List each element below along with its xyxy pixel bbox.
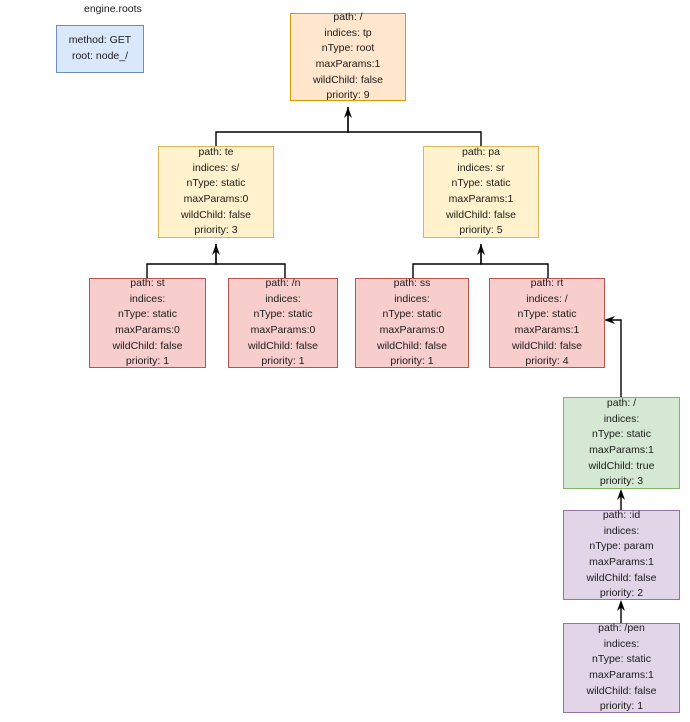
node-pen-ntype: nType: static bbox=[592, 653, 651, 666]
node-pen-maxparams: maxParams:1 bbox=[589, 669, 654, 681]
node-id-param-ntype: nType: param bbox=[589, 540, 654, 553]
node-ss-wildchild: wildChild: false bbox=[376, 339, 448, 352]
node-st-indices: indices: bbox=[129, 292, 166, 305]
node-te[interactable]: path: te indices: s/ nType: static maxPa… bbox=[158, 146, 274, 238]
node-id-param-maxparams: maxParams:1 bbox=[589, 556, 654, 568]
node-root-ntype: nType: root bbox=[321, 42, 375, 55]
edge-ss-to-pa bbox=[412, 244, 485, 278]
node-ss-priority: priority: 1 bbox=[390, 355, 434, 368]
node-rt-path: path: rt bbox=[530, 277, 564, 290]
node-root[interactable]: path: / indices: tp nType: root maxParam… bbox=[290, 11, 406, 102]
node-green-slash-ntype: nType: static bbox=[592, 428, 651, 441]
node-pa-ntype: nType: static bbox=[451, 177, 511, 190]
node-id-param-priority: priority: 2 bbox=[599, 587, 644, 600]
node-slash-n-wildchild: wildChild: false bbox=[247, 339, 319, 352]
node-rt-indices: indices: / bbox=[526, 292, 568, 305]
node-root-indices: indices: tp bbox=[324, 26, 372, 39]
node-pen-indices: indices: bbox=[603, 637, 640, 650]
node-ss-path: path: ss bbox=[393, 277, 431, 290]
node-id-param-indices: indices: bbox=[603, 524, 640, 537]
node-st[interactable]: path: st indices: nType: static maxParam… bbox=[89, 277, 206, 368]
edge-pa-to-root bbox=[347, 107, 482, 146]
node-pen-wildchild: wildChild: false bbox=[586, 684, 657, 697]
node-rt-wildchild: wildChild: false bbox=[511, 339, 583, 352]
node-rt[interactable]: path: rt indices: / nType: static maxPar… bbox=[489, 277, 605, 368]
node-st-path: path: st bbox=[130, 277, 165, 290]
node-pa[interactable]: path: pa indices: sr nType: static maxPa… bbox=[423, 146, 539, 238]
node-id-param-path: path: :id bbox=[602, 509, 641, 522]
edge-slash-n-to-te bbox=[215, 244, 286, 278]
node-slash-n-ntype: nType: static bbox=[253, 308, 313, 321]
node-st-ntype: nType: static bbox=[118, 308, 177, 321]
node-ss[interactable]: path: ss indices: nType: static maxParam… bbox=[355, 277, 469, 368]
node-id-param[interactable]: path: :id indices: nType: param maxParam… bbox=[563, 509, 680, 600]
engine-roots-label: engine.roots bbox=[84, 3, 142, 15]
node-pen-path: path: /pen bbox=[598, 622, 645, 635]
edge-st-to-te bbox=[146, 244, 220, 278]
node-st-wildchild: wildChild: false bbox=[112, 339, 183, 352]
node-slash-n-priority: priority: 1 bbox=[261, 355, 305, 368]
node-ss-maxparams: maxParams:0 bbox=[379, 324, 445, 336]
node-green-slash-priority: priority: 3 bbox=[599, 475, 644, 488]
edge-te-to-root bbox=[215, 107, 352, 146]
node-root-path: path: / bbox=[333, 11, 363, 24]
node-te-priority: priority: 3 bbox=[194, 224, 238, 237]
node-pa-priority: priority: 5 bbox=[459, 224, 503, 237]
edge-rt-to-pa bbox=[480, 244, 549, 278]
node-green-slash-maxparams: maxParams:1 bbox=[589, 444, 654, 456]
node-green-slash-wildchild: wildChild: true bbox=[588, 459, 655, 472]
node-green-slash-indices: indices: bbox=[603, 412, 640, 425]
legend-line-0: method: GET bbox=[68, 34, 132, 47]
node-pa-indices: indices: sr bbox=[457, 161, 505, 174]
node-root-maxparams: maxParams:1 bbox=[315, 58, 381, 70]
node-te-path: path: te bbox=[198, 146, 234, 159]
edge-pen-to-id bbox=[617, 600, 625, 623]
node-slash-n[interactable]: path: /n indices: nType: static maxParam… bbox=[228, 277, 338, 368]
legend-line-1: root: node_/ bbox=[71, 50, 129, 62]
node-root-priority: priority: 9 bbox=[326, 89, 370, 102]
node-green-slash[interactable]: path: / indices: nType: static maxParams… bbox=[563, 397, 680, 489]
node-pen[interactable]: path: /pen indices: nType: static maxPar… bbox=[563, 622, 680, 713]
node-slash-n-indices: indices: bbox=[265, 292, 301, 305]
engine-roots-box[interactable]: method: GET root: node_/ bbox=[56, 25, 144, 73]
edge-id-to-green bbox=[617, 489, 625, 510]
node-pa-wildchild: wildChild: false bbox=[445, 208, 517, 221]
node-pa-path: path: pa bbox=[462, 146, 500, 159]
node-st-priority: priority: 1 bbox=[125, 355, 170, 368]
node-rt-maxparams: maxParams:1 bbox=[514, 324, 580, 336]
node-te-maxparams: maxParams:0 bbox=[183, 193, 249, 205]
node-ss-indices: indices: bbox=[394, 292, 430, 305]
node-te-ntype: nType: static bbox=[186, 177, 246, 190]
node-slash-n-path: path: /n bbox=[265, 277, 301, 290]
node-pa-maxparams: maxParams:1 bbox=[448, 193, 514, 205]
node-te-indices: indices: s/ bbox=[192, 161, 240, 174]
node-pen-priority: priority: 1 bbox=[599, 700, 644, 713]
node-root-wildchild: wildChild: false bbox=[312, 73, 384, 86]
node-ss-ntype: nType: static bbox=[382, 308, 442, 321]
node-st-maxparams: maxParams:0 bbox=[115, 324, 180, 336]
node-te-wildchild: wildChild: false bbox=[180, 208, 252, 221]
node-slash-n-maxparams: maxParams:0 bbox=[250, 324, 316, 336]
node-rt-ntype: nType: static bbox=[517, 308, 577, 321]
node-rt-priority: priority: 4 bbox=[525, 355, 569, 368]
edge-green-to-rt bbox=[604, 316, 622, 397]
node-green-slash-path: path: / bbox=[606, 397, 637, 410]
node-id-param-wildchild: wildChild: false bbox=[586, 571, 657, 584]
